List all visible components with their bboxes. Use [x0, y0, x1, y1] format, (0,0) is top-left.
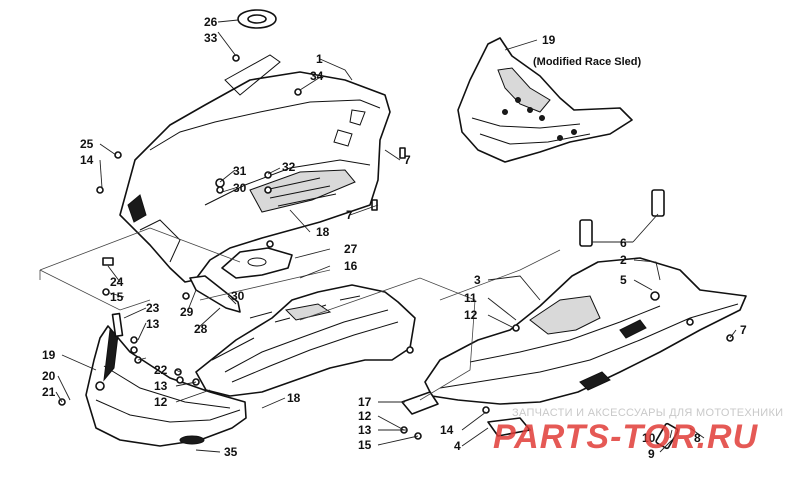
callout-12-right: 12	[464, 308, 478, 322]
callout-18-upper: 18	[316, 225, 330, 239]
hardware	[58, 54, 734, 440]
callout-13-top: 13	[146, 317, 160, 331]
callout-30-upper: 30	[233, 181, 247, 195]
part-23-strap	[111, 312, 124, 338]
nose-pan-left	[85, 325, 247, 447]
part-27-plate	[221, 247, 293, 279]
callout-5: 5	[620, 273, 627, 287]
part-24-console	[102, 257, 114, 266]
callout-30-lower: 30	[231, 289, 245, 303]
callout-29: 29	[180, 305, 194, 319]
part-6-straps	[579, 189, 679, 450]
callout-1: 1	[316, 52, 323, 66]
callout-3: 3	[474, 273, 481, 287]
callout-33: 33	[204, 31, 218, 45]
callout-25: 25	[80, 137, 94, 151]
callout-7-mid: 7	[346, 208, 353, 222]
callout-14-left: 14	[80, 153, 94, 167]
callout-26: 26	[204, 15, 218, 29]
callout-19-race: 19	[542, 33, 556, 47]
callout-35: 35	[224, 445, 238, 459]
callout-17: 17	[358, 395, 372, 409]
callout-10: 10	[642, 431, 656, 445]
callout-11: 11	[464, 291, 477, 305]
callout-13-center: 13	[358, 423, 372, 437]
callout-13-left: 13	[154, 379, 168, 393]
callout-labels: 1 2 3 4 5 6 7 7 7 8 9 10 11 12 12 12 13 …	[42, 15, 747, 461]
callout-8: 8	[694, 431, 701, 445]
belly-pan	[195, 284, 416, 397]
watermark-logo: PARTS-TOR.RU	[493, 418, 759, 456]
bulkhead-assembly	[119, 54, 391, 283]
callout-9: 9	[648, 447, 655, 461]
callout-31: 31	[233, 164, 247, 178]
callout-7-upper: 7	[404, 153, 411, 167]
callout-15-center: 15	[358, 438, 372, 452]
callout-32: 32	[282, 160, 296, 174]
callout-2: 2	[620, 253, 627, 267]
callout-16: 16	[344, 259, 358, 273]
callout-15-left: 15	[110, 290, 124, 304]
callout-21: 21	[42, 385, 56, 399]
callout-14-center: 14	[440, 423, 454, 437]
callout-7-right: 7	[740, 323, 747, 337]
modified-race-sled-note: (Modified Race Sled)	[533, 56, 642, 68]
leader-lines	[55, 19, 737, 453]
callout-20: 20	[42, 369, 56, 383]
watermark: ЗАПЧАСТИ И АКСЕССУАРЫ ДЛЯ МОТОТЕХНИКИ PA…	[493, 407, 783, 456]
callout-19-left: 19	[42, 348, 56, 362]
nose-pan-right	[424, 257, 747, 405]
callout-28: 28	[194, 322, 208, 336]
watermark-tagline: ЗАПЧАСТИ И АКСЕССУАРЫ ДЛЯ МОТОТЕХНИКИ	[512, 407, 783, 419]
callout-12-left: 12	[154, 395, 168, 409]
callout-23: 23	[146, 301, 160, 315]
callout-22: 22	[154, 363, 168, 377]
callout-18-lower: 18	[287, 391, 301, 405]
callout-27: 27	[344, 242, 358, 256]
callout-12-center: 12	[358, 409, 372, 423]
callout-34: 34	[310, 69, 324, 83]
callout-4: 4	[454, 439, 461, 453]
race-sled-nose-pan	[457, 37, 633, 163]
callout-6: 6	[620, 236, 627, 250]
part-26-gasket	[237, 9, 277, 29]
callout-24: 24	[110, 275, 124, 289]
part-17-bracket	[401, 391, 531, 437]
